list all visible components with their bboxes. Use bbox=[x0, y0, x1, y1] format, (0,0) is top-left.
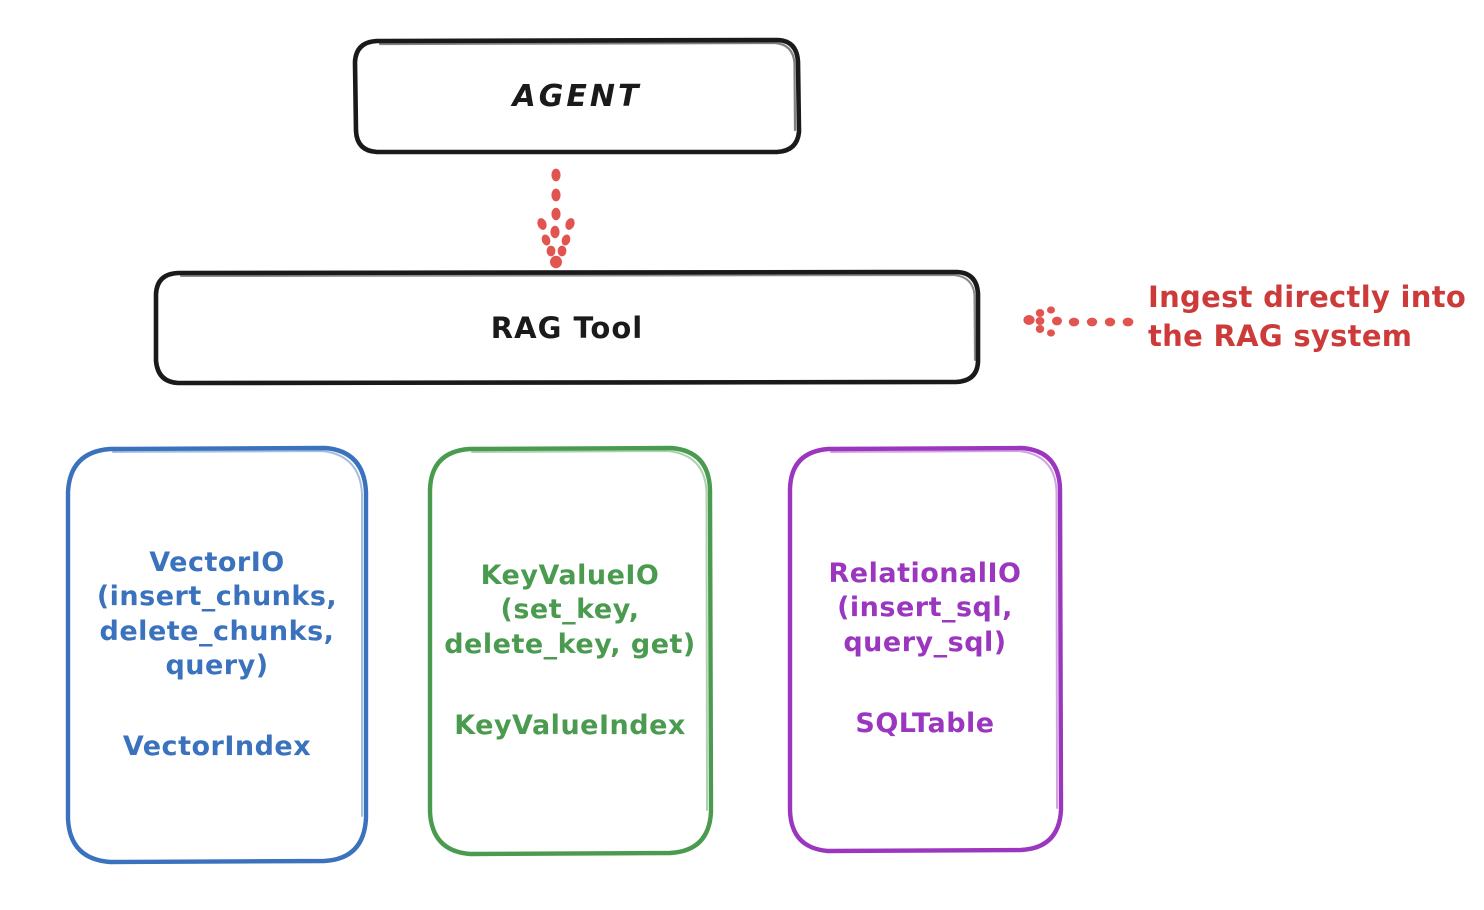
rag-tool-box[interactable] bbox=[153, 269, 981, 386]
agent-box[interactable] bbox=[352, 37, 802, 155]
vector-io-box[interactable] bbox=[65, 445, 369, 865]
agent-to-rag-arrow bbox=[537, 168, 575, 269]
ingest-arrow bbox=[1023, 306, 1134, 337]
relational-io-box[interactable] bbox=[787, 445, 1064, 854]
key-value-io-box[interactable] bbox=[427, 445, 714, 857]
ingest-annotation: Ingest directly into the RAG system bbox=[1148, 280, 1467, 354]
